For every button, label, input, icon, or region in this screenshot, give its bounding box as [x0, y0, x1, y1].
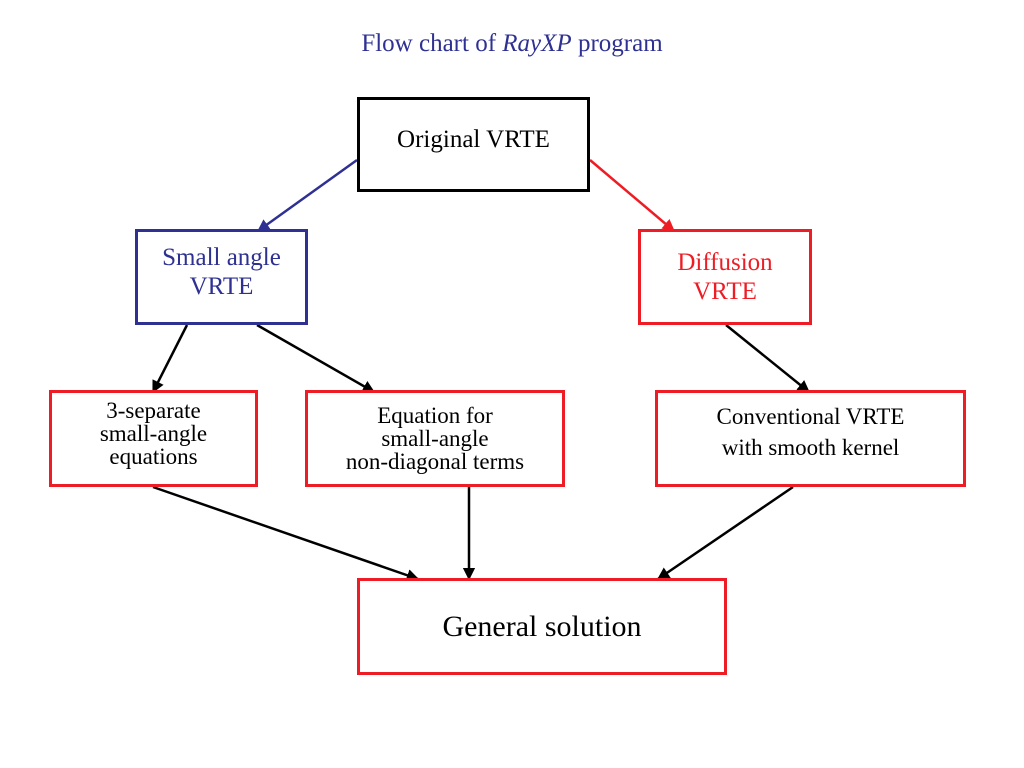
- node-non-diagonal-equation-label: Equation for small-angle non-diagonal te…: [345, 403, 525, 474]
- node-conventional-vrte-label: Conventional VRTE with smooth kernel: [716, 403, 905, 460]
- node-small-angle-vrte-label: Small angle VRTE: [162, 244, 281, 300]
- title-prefix: Flow chart of: [361, 30, 503, 57]
- node-diffusion-vrte: Diffusion VRTE: [638, 229, 812, 325]
- node-original-vrte: Original VRTE: [357, 97, 590, 192]
- node-non-diagonal-equation: Equation for small-angle non-diagonal te…: [305, 390, 565, 487]
- node-diffusion-vrte-label: Diffusion VRTE: [677, 249, 773, 305]
- node-general-solution-label: General solution: [442, 609, 642, 643]
- arrow-original-to-diffusion: [589, 159, 675, 232]
- arrow-diffusion-to-conventional: [725, 324, 810, 393]
- arrow-original-to-small-angle: [256, 158, 358, 233]
- diagram-title: Flow chart of RayXP program: [0, 28, 1024, 60]
- arrow-small-angle-to-three-separate: [151, 324, 189, 394]
- node-small-angle-vrte: Small angle VRTE: [135, 229, 308, 325]
- node-general-solution: General solution: [357, 578, 727, 675]
- node-original-vrte-label: Original VRTE: [397, 125, 550, 153]
- node-three-separate-equations-label: 3-separate small-angle equations: [99, 398, 208, 469]
- title-suffix: program: [571, 30, 663, 57]
- arrow-small-angle-to-equation: [256, 323, 376, 394]
- title-program-name: RayXP: [502, 30, 572, 57]
- arrow-three-separate-to-general: [152, 485, 420, 582]
- arrow-conventional-to-general: [656, 485, 794, 581]
- node-conventional-vrte: Conventional VRTE with smooth kernel: [655, 390, 966, 487]
- node-three-separate-equations: 3-separate small-angle equations: [49, 390, 258, 487]
